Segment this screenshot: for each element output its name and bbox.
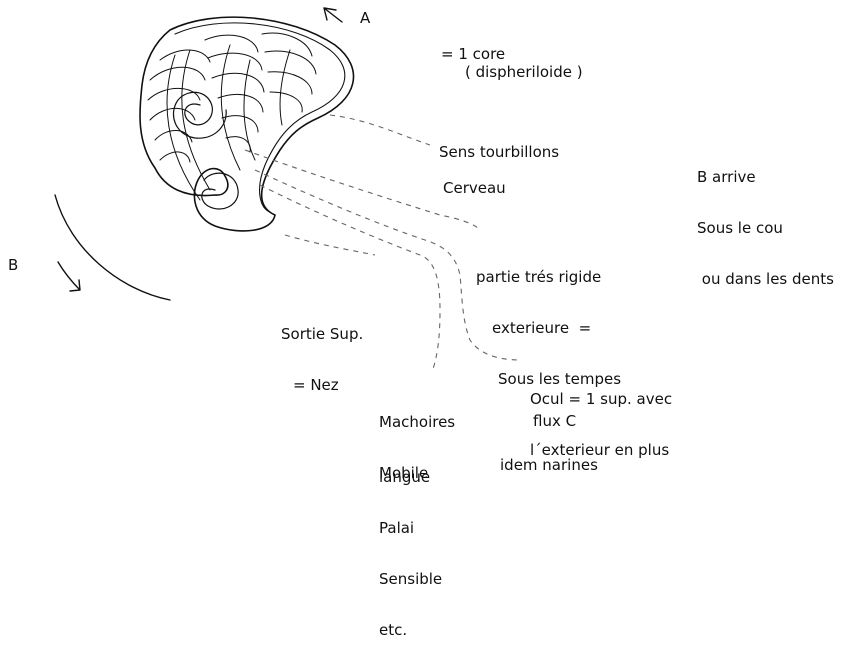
langue-line: etc. <box>379 622 442 639</box>
scale-stroke-3 <box>262 33 316 112</box>
label-sortie-sup: Sortie Sup. = Nez <box>281 292 363 411</box>
label-sens-tourbillons: Sens tourbillons <box>439 144 559 161</box>
langue-line: langue <box>379 469 442 486</box>
b-arrive-line: B arrive <box>697 169 834 186</box>
leader-sortie <box>285 235 375 255</box>
label-idem-narines: idem narines <box>500 457 598 474</box>
label-b: B <box>8 257 18 274</box>
b-arrow <box>58 262 80 291</box>
leader-sens <box>330 115 430 145</box>
scale-stroke <box>148 50 210 162</box>
b-arrive-line: Sous le cou <box>697 220 834 237</box>
label-core-sub: ( dispheriloide ) <box>465 64 583 81</box>
label-core: = 1 core <box>441 46 505 63</box>
partie-line: exterieure = <box>476 320 621 337</box>
sortie-line: Sortie Sup. <box>281 326 363 343</box>
machoires-line: Machoires <box>379 414 455 431</box>
outer-outline <box>140 17 354 231</box>
sortie-line: = Nez <box>281 377 363 394</box>
langue-line: Palai <box>379 520 442 537</box>
partie-line: partie trés rigide <box>476 269 621 286</box>
label-b-arrive: B arrive Sous le cou ou dans les dents <box>697 135 834 305</box>
b-arrive-line: ou dans les dents <box>697 271 834 288</box>
inner-curve <box>167 45 290 200</box>
label-flux-c: flux C <box>533 413 576 430</box>
label-a: A <box>360 10 370 27</box>
label-langue: langue Palai Sensible etc. <box>379 435 442 656</box>
b-arc <box>55 195 170 300</box>
label-cerveau: Cerveau <box>443 180 506 197</box>
a-arrow <box>324 8 342 22</box>
lower-spiral <box>202 173 238 209</box>
langue-line: Sensible <box>379 571 442 588</box>
ocul-line: Ocul = 1 sup. avec <box>530 391 672 408</box>
